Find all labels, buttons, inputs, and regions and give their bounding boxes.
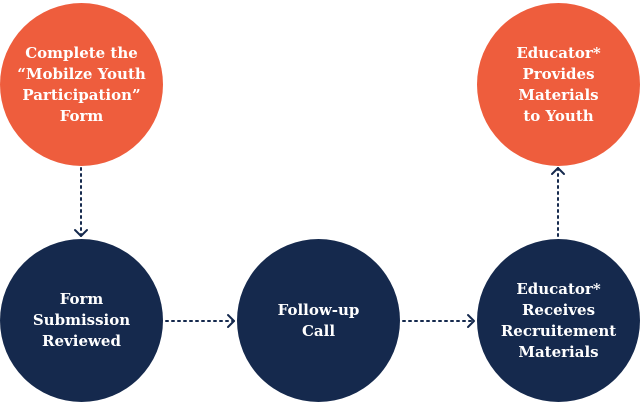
node-educator-receives-materials: Educator* Receives Recruitement Material… bbox=[477, 239, 640, 402]
arrow-complete-to-reviewed bbox=[74, 167, 88, 237]
node-follow-up-call: Follow-up Call bbox=[237, 239, 400, 402]
arrow-receives-to-provides bbox=[551, 167, 565, 237]
node-educator-provides-label: Educator* Provides Materials to Youth bbox=[516, 43, 601, 125]
arrow-followup-to-receives bbox=[402, 314, 475, 328]
node-form-submission-reviewed: Form Submission Reviewed bbox=[0, 239, 163, 402]
node-complete-form-label: Complete the “Mobilze Youth Participatio… bbox=[17, 43, 146, 125]
node-complete-form: Complete the “Mobilze Youth Participatio… bbox=[0, 3, 163, 166]
arrow-reviewed-to-followup bbox=[165, 314, 235, 328]
node-form-reviewed-label: Form Submission Reviewed bbox=[32, 290, 131, 350]
node-educator-provides-materials: Educator* Provides Materials to Youth bbox=[477, 3, 640, 166]
node-follow-up-label: Follow-up Call bbox=[277, 300, 360, 340]
node-educator-receives-label: Educator* Receives Recruitement Material… bbox=[500, 279, 617, 361]
